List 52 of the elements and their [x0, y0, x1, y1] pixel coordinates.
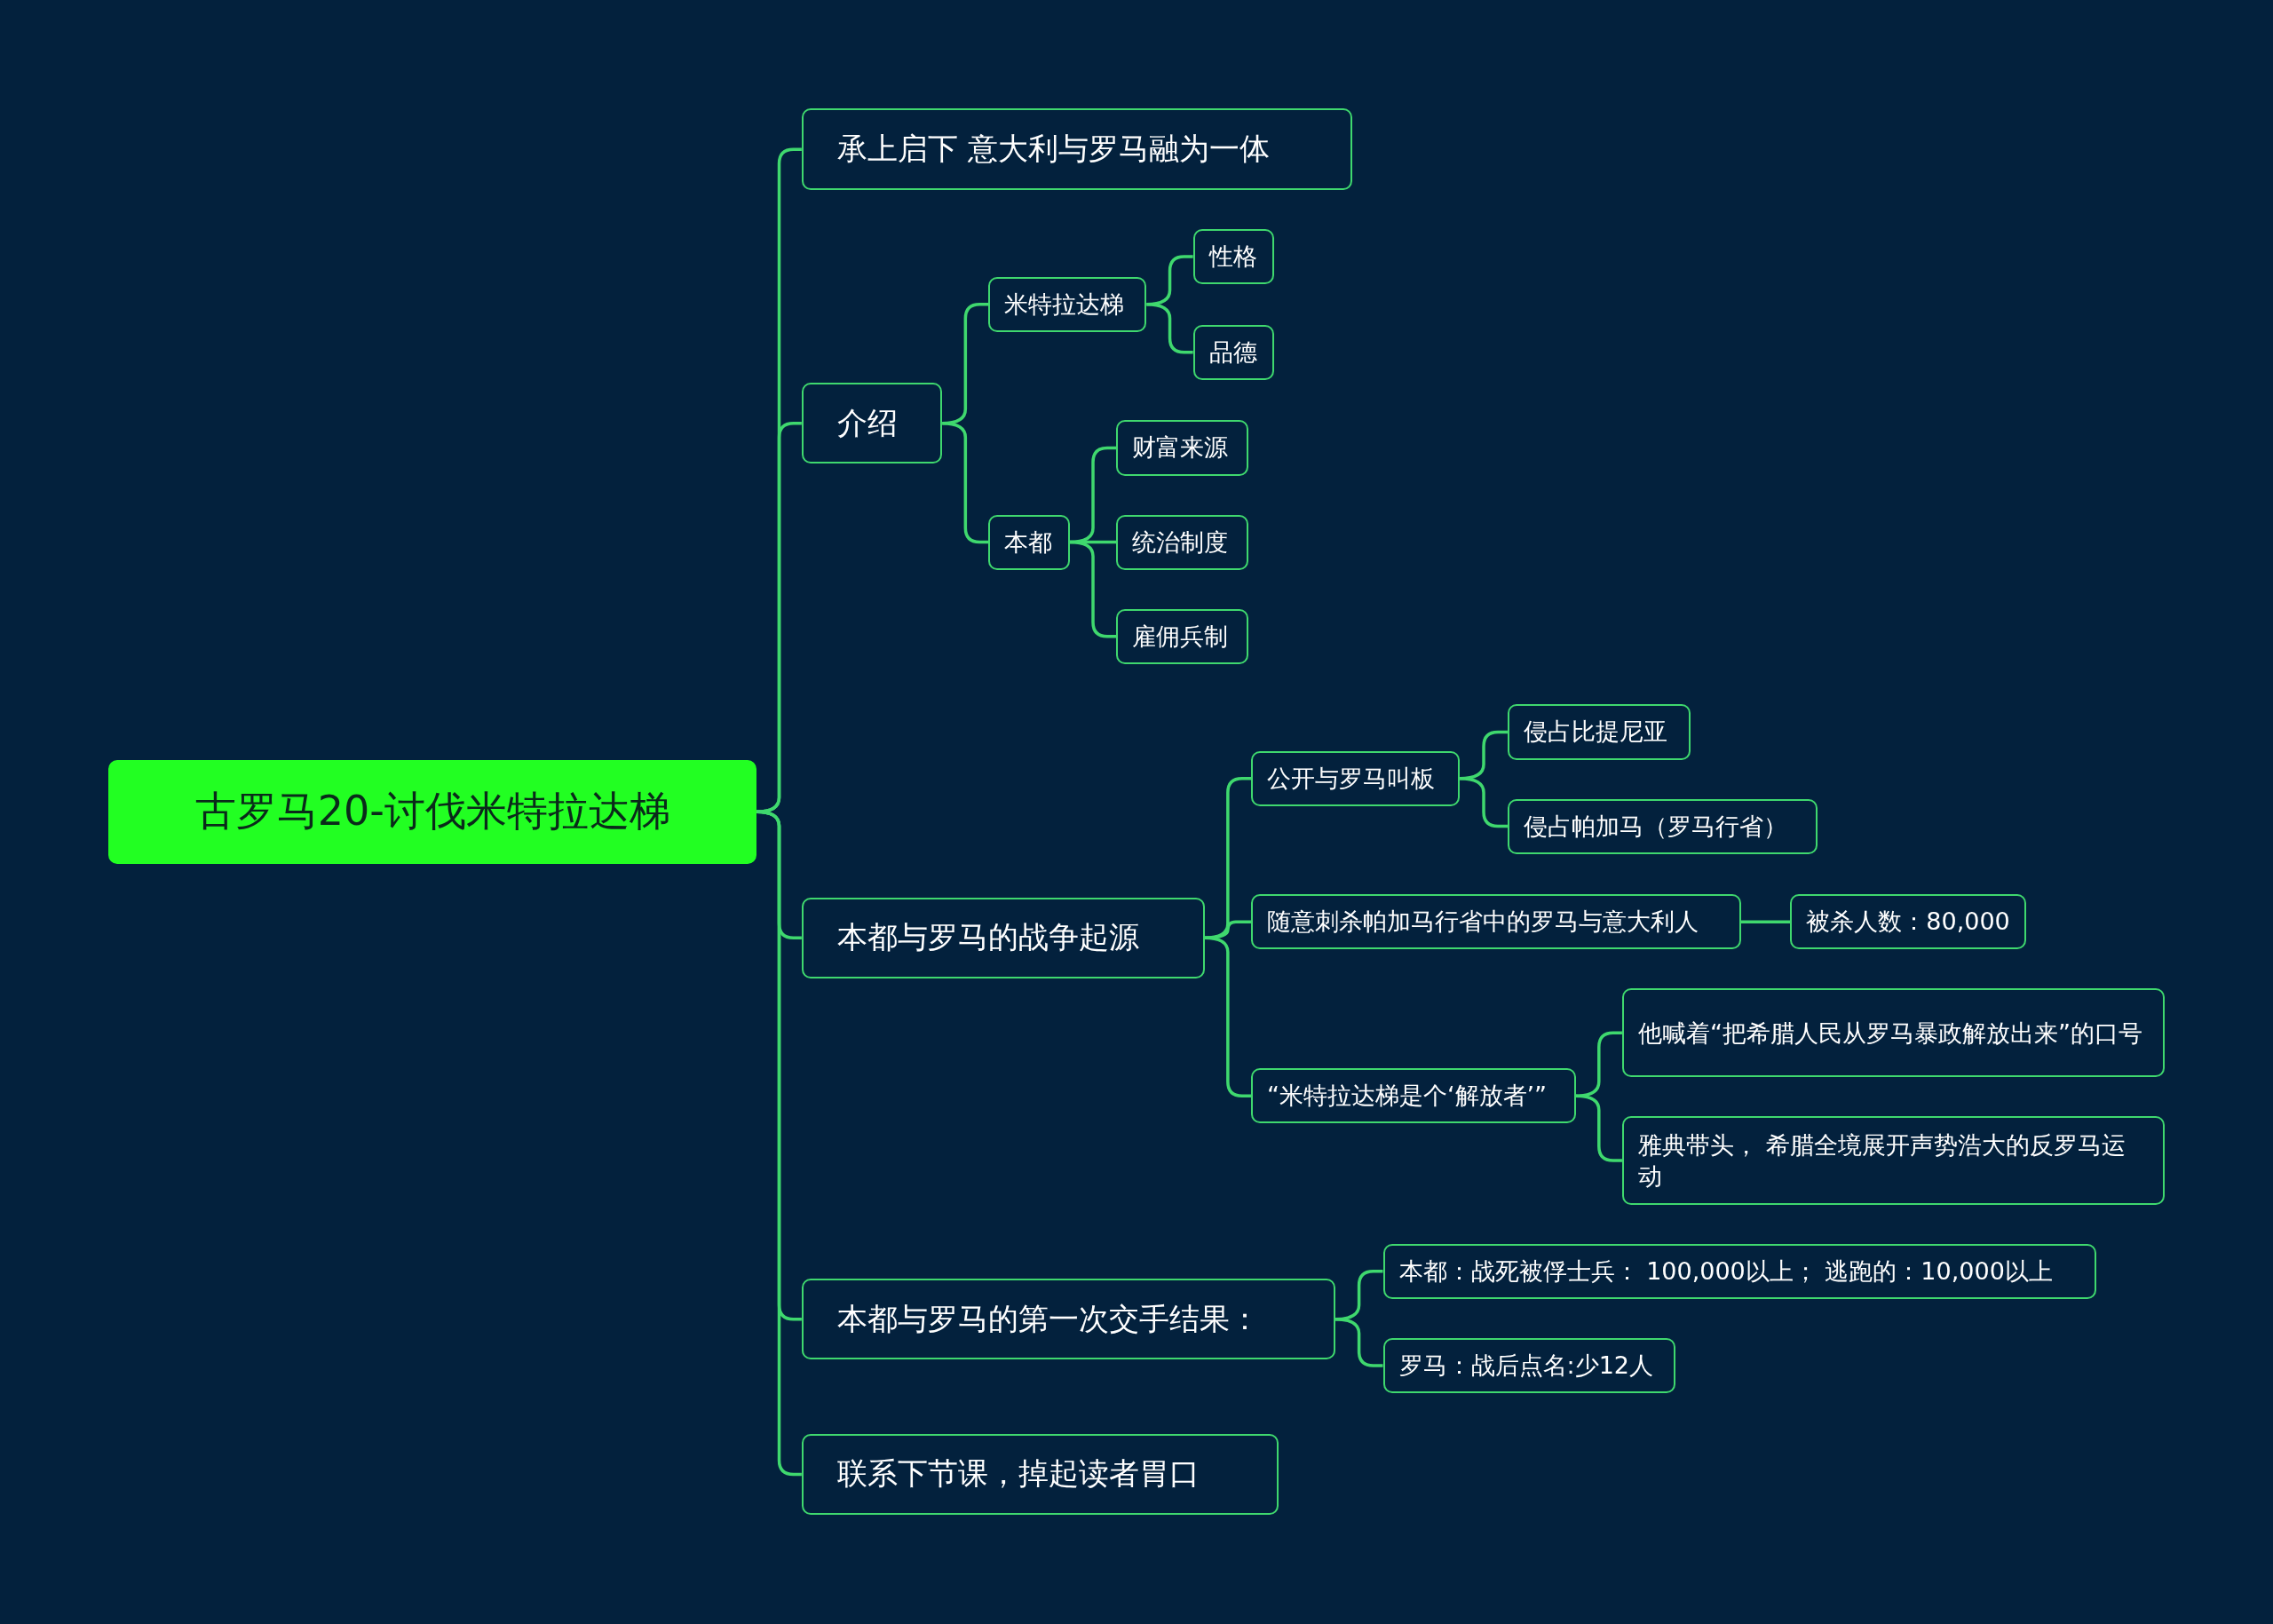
topic-box — [1250, 1068, 1576, 1124]
topic-text: 罗马：战后点名:少12人 — [1398, 1350, 1653, 1381]
topic-box — [1250, 894, 1741, 950]
connector-line — [756, 810, 802, 1477]
topic-text: 古罗马20-讨伐米特拉达梯 — [194, 786, 670, 837]
topic-text: 雇佣兵制 — [1132, 621, 1229, 652]
topic-box — [801, 897, 1205, 979]
topic-box — [1621, 988, 2165, 1078]
connector-line — [1740, 920, 1791, 924]
topic-text: 公开与罗马叫板 — [1266, 763, 1435, 794]
topic-text: 侵占帕加马（罗马行省） — [1523, 811, 1787, 842]
topic-box — [1116, 420, 1248, 476]
topic-text: 本都与罗马的战争起源 — [836, 918, 1139, 957]
connector-line — [1204, 936, 1251, 1097]
topic-box — [1192, 324, 1275, 380]
topic-text: 雅典带头， 希腊全境展开声势浩大的反罗马运动 — [1637, 1129, 2126, 1192]
topic-text: 侵占比提尼亚 — [1523, 717, 1667, 748]
topic-box — [801, 1279, 1335, 1360]
topic-box — [988, 514, 1070, 570]
topic-text: 品德 — [1208, 337, 1257, 368]
topic-box — [988, 276, 1147, 332]
topic-text: 被杀人数：80,000 — [1806, 907, 2010, 938]
topic-text: 性格 — [1208, 241, 1257, 272]
topic-text: 米特拉达梯 — [1004, 289, 1125, 320]
topic-text: “米特拉达梯是个‘解放者’” — [1266, 1081, 1548, 1112]
topic-box — [1507, 704, 1691, 760]
topic-box — [1790, 894, 2026, 950]
topic-box — [1116, 514, 1248, 570]
topic-box — [801, 108, 1353, 190]
topic-text: 随意刺杀帕加马行省中的罗马与意大利人 — [1266, 907, 1699, 938]
topic-text: 本都与罗马的第一次交手结果： — [836, 1299, 1260, 1338]
topic-text: 他喊着“把希腊人民从罗马暴政解放出来”的口号 — [1637, 1018, 2142, 1049]
connector-line — [942, 422, 989, 544]
topic-text: 介绍 — [836, 403, 898, 442]
connector-line — [1069, 540, 1117, 638]
topic-box — [801, 383, 943, 464]
topic-box — [1621, 1116, 2165, 1205]
topic-box — [1382, 1337, 1676, 1393]
topic-box — [1382, 1243, 2096, 1299]
connector-line — [756, 422, 802, 813]
topic-text: 联系下节课，掉起读者胃口 — [836, 1454, 1200, 1493]
topic-box — [1507, 798, 1818, 854]
root-topic-box — [108, 759, 757, 865]
topic-text: 统治制度 — [1132, 527, 1229, 558]
topic-box — [1192, 228, 1275, 284]
topic-box — [1250, 750, 1461, 806]
topic-text: 财富来源 — [1132, 432, 1229, 463]
topic-box — [1116, 608, 1248, 664]
topic-text: 承上启下 意大利与罗马融为一体 — [836, 130, 1270, 169]
topic-text: 本都：战死被俘士兵： 100,000以上； 逃跑的：10,000以上 — [1398, 1256, 2053, 1287]
topic-text: 本都 — [1004, 527, 1053, 558]
topic-box — [801, 1433, 1279, 1516]
